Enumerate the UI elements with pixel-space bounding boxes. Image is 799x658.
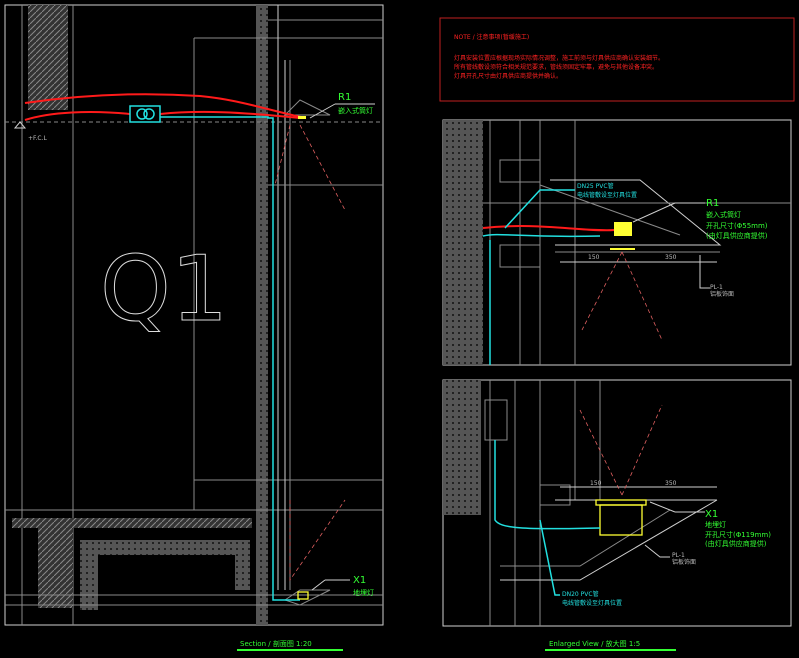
conduit-cyan: [160, 116, 300, 601]
x1-tag: X1: [353, 575, 366, 586]
x1-cutout: 开孔尺寸(Φ119mm): [705, 530, 771, 539]
conduit-label: DN20 PVC管: [562, 590, 599, 598]
section-caption: Section / 剖面图 1:20: [240, 639, 312, 648]
conduit-note: 电线管敷设至灯具位置: [562, 599, 622, 607]
material-name: 铝板饰面: [710, 290, 734, 298]
grid-label: Q1: [100, 237, 228, 342]
dim-left: 150: [588, 254, 600, 261]
dim-right: 350: [665, 480, 677, 487]
r1-fixture: [614, 222, 632, 236]
cable-red: [24, 93, 306, 119]
material-tag: PL-1: [672, 552, 685, 559]
x1-name: 地埋灯: [705, 520, 726, 529]
material-tag: PL-1: [710, 284, 723, 291]
x1-name: 地埋灯: [353, 588, 374, 597]
enlarged-caption: Enlarged View / 放大图 1:5: [549, 639, 640, 648]
r1-name: 嵌入式筒灯: [706, 210, 741, 219]
r1-tag: R1: [706, 198, 719, 209]
section-view: +F.C.L Q1 R1 嵌入式筒灯 X1 地埋灯 Section / 剖面图 …: [4, 4, 384, 651]
r1-name: 嵌入式筒灯: [338, 106, 373, 115]
note-line: 灯具开孔尺寸由灯具供应商提供并确认。: [454, 72, 562, 80]
column-hatch: [28, 5, 68, 110]
note-line: 所有管线敷设须符合相关规范要求，管线须固定牢靠，避免与其他设备冲突。: [454, 63, 658, 71]
wall-hatch: [256, 5, 268, 625]
note-title: NOTE / 注意事项(暂缓施工): [454, 33, 529, 41]
conduit-label: DN25 PVC管: [577, 182, 614, 190]
level-label: +F.C.L: [28, 135, 48, 142]
material-name: 铝板饰面: [672, 558, 696, 566]
r1-note: (由灯具供应商提供): [706, 231, 768, 240]
enlarged-view-bottom: 150 350 X1 地埋灯 开孔尺寸(Φ119mm) (由灯具供应商提供) P…: [442, 379, 792, 651]
r1-tag: R1: [338, 92, 351, 103]
dim-left: 150: [590, 480, 602, 487]
transformer-box: [129, 105, 161, 123]
x1-tag: X1: [705, 509, 718, 520]
note-box: NOTE / 注意事项(暂缓施工) 灯具安装位置应根据现场实际情况调整，施工前须…: [439, 17, 795, 102]
section-frame: [4, 4, 384, 626]
dim-right: 350: [665, 254, 677, 261]
conduit-note: 电线管敷设至灯具位置: [577, 191, 637, 199]
x1-fixture: [599, 504, 643, 536]
enlarged-view-top: 150 350 DN25 PVC管 电线管敷设至灯具位置 R1 嵌入式筒灯 开孔…: [442, 119, 792, 366]
note-line: 灯具安装位置应根据现场实际情况调整，施工前须与灯具供应商确认安装细节。: [454, 54, 664, 62]
r1-cutout: 开孔尺寸(Φ55mm): [706, 221, 768, 230]
x1-note: (由灯具供应商提供): [705, 539, 767, 548]
